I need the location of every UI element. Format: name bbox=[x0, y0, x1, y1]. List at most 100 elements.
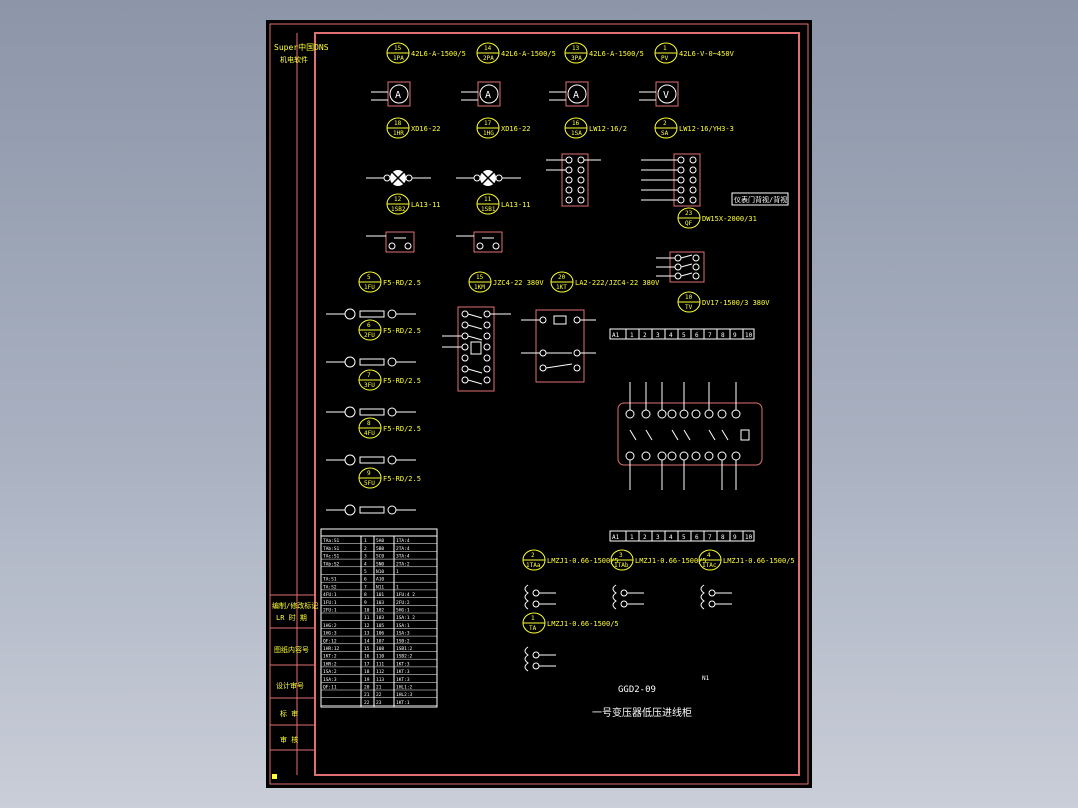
table-cell: 102 bbox=[376, 608, 384, 614]
svg-text:42L6-V-0~450V: 42L6-V-0~450V bbox=[679, 50, 735, 58]
table-cell: 101 bbox=[376, 592, 384, 598]
drawing-sheet: Super中国DNS 机电软件 编制/修改标记 LR 时 期 图纸内容号 设计审… bbox=[266, 20, 812, 788]
table-cell: 22 bbox=[364, 700, 370, 706]
svg-text:10: 10 bbox=[685, 294, 693, 301]
table-cell: 1SB1:2 bbox=[396, 646, 413, 652]
svg-text:1: 1 bbox=[630, 534, 634, 541]
ammeter-1: A bbox=[371, 81, 411, 107]
svg-text:2: 2 bbox=[643, 332, 647, 339]
svg-text:LA13-11: LA13-11 bbox=[411, 201, 441, 209]
svg-text:V: V bbox=[663, 90, 669, 101]
svg-text:3: 3 bbox=[656, 332, 660, 339]
table-cell: 1KT:3 bbox=[396, 677, 410, 683]
schematic-canvas: Super中国DNS 机电软件 编制/修改标记 LR 时 期 图纸内容号 设计审… bbox=[269, 23, 809, 785]
table-cell: 107 bbox=[376, 638, 384, 644]
ammeter-3: A bbox=[549, 81, 589, 107]
svg-text:42L6-A-1500/5: 42L6-A-1500/5 bbox=[501, 50, 556, 58]
table-cell: 3TA:4 bbox=[396, 554, 410, 560]
relay-unit-main bbox=[617, 382, 763, 490]
selector-switch-contacts-2 bbox=[641, 153, 701, 207]
svg-text:1: 1 bbox=[630, 332, 634, 339]
indicator-lamp-1 bbox=[366, 170, 431, 186]
svg-text:DV17-1500/3 380V: DV17-1500/3 380V bbox=[702, 299, 770, 307]
meter-tag-4: 1PV 42L6-V-0~450V bbox=[654, 42, 735, 64]
terminal-row-label-bottom: A1 bbox=[612, 534, 620, 541]
table-cell: 21 bbox=[376, 685, 382, 691]
svg-text:5: 5 bbox=[367, 274, 371, 281]
svg-text:14: 14 bbox=[484, 45, 492, 52]
svg-text:5: 5 bbox=[682, 534, 686, 541]
svg-text:LA2-222/JZC4-22 380V: LA2-222/JZC4-22 380V bbox=[575, 279, 660, 287]
svg-text:A: A bbox=[485, 90, 491, 101]
sign-block-2: LR 时 期 bbox=[276, 613, 307, 622]
table-cell: TA:S2 bbox=[323, 584, 337, 590]
svg-text:4: 4 bbox=[669, 534, 673, 541]
table-cell: 103 bbox=[376, 600, 384, 606]
table-cell: 5HG:1 bbox=[396, 608, 410, 614]
svg-text:LMZJ1-0.66-1500/5: LMZJ1-0.66-1500/5 bbox=[547, 557, 619, 565]
svg-text:1SB2: 1SB2 bbox=[391, 206, 406, 213]
svg-text:42L6-A-1500/5: 42L6-A-1500/5 bbox=[589, 50, 644, 58]
table-cell: 105 bbox=[376, 623, 384, 629]
terminal-row-label-top: A1 bbox=[612, 332, 620, 339]
table-cell: 110 bbox=[376, 654, 384, 660]
table-cell: 103 bbox=[376, 615, 384, 621]
terminal-strip-bottom bbox=[609, 530, 755, 542]
svg-text:A: A bbox=[573, 90, 579, 101]
table-cell: 108 bbox=[376, 646, 384, 652]
table-cell: 2FU:2 bbox=[396, 600, 410, 606]
svg-text:1SA: 1SA bbox=[571, 130, 582, 137]
table-cell: 1TA:4 bbox=[396, 538, 410, 544]
svg-text:20: 20 bbox=[558, 274, 566, 281]
table-cell: 1KT:2 bbox=[323, 654, 337, 660]
table-cell: 19 bbox=[364, 677, 370, 683]
table-cell: 5B0 bbox=[376, 546, 384, 552]
switch-tag-4: 2SA LW12-16/YH3-3 bbox=[654, 117, 734, 139]
svg-text:1: 1 bbox=[663, 45, 667, 52]
table-cell: A10 bbox=[376, 577, 384, 583]
table-cell: 13 bbox=[364, 631, 370, 637]
table-cell: 12 bbox=[364, 623, 370, 629]
table-cell: 21 bbox=[364, 692, 370, 698]
svg-text:A: A bbox=[395, 90, 401, 101]
table-cell: 1HR:2 bbox=[323, 661, 337, 667]
table-cell: 15 bbox=[364, 646, 370, 652]
ct-coil-4 bbox=[524, 646, 556, 672]
svg-text:F5-RD/2.5: F5-RD/2.5 bbox=[383, 377, 421, 385]
table-cell: QF:11 bbox=[323, 685, 337, 691]
svg-text:9: 9 bbox=[733, 534, 737, 541]
ammeter-2: A bbox=[461, 81, 501, 107]
fuse-symbol-1 bbox=[326, 308, 416, 320]
sign-block-3: 图纸内容号 bbox=[274, 645, 309, 654]
table-cell: 16 bbox=[364, 654, 370, 660]
svg-text:10: 10 bbox=[745, 534, 753, 541]
svg-text:DW15X-2000/31: DW15X-2000/31 bbox=[702, 215, 757, 223]
back-view-note: 仪表门背视/背视 bbox=[734, 195, 787, 204]
svg-text:4: 4 bbox=[669, 332, 673, 339]
ct-coil-2 bbox=[612, 584, 644, 610]
table-cell: 2 bbox=[364, 546, 367, 552]
svg-text:11: 11 bbox=[484, 196, 492, 203]
time-relay-1kt bbox=[521, 309, 596, 383]
svg-text:1SB1: 1SB1 bbox=[481, 206, 496, 213]
table-cell: 1SA:1 bbox=[396, 623, 410, 629]
pushbutton-block-2 bbox=[456, 231, 503, 253]
fuse-symbol-3 bbox=[326, 406, 416, 418]
svg-text:LA13-11: LA13-11 bbox=[501, 201, 531, 209]
table-cell: 1FU:4 2 bbox=[396, 592, 415, 598]
table-cell: TA:S1 bbox=[323, 577, 337, 583]
svg-text:3PA: 3PA bbox=[571, 55, 582, 62]
company-subtitle: 机电软件 bbox=[280, 55, 308, 64]
table-cell: 20 bbox=[364, 685, 370, 691]
table-cell: 1 bbox=[396, 569, 399, 575]
table-cell: 1HG:3 bbox=[323, 631, 337, 637]
terminal-strip-top bbox=[609, 328, 755, 340]
svg-text:F5-RD/2.5: F5-RD/2.5 bbox=[383, 279, 421, 287]
table-cell: TAb:S1 bbox=[323, 546, 340, 552]
